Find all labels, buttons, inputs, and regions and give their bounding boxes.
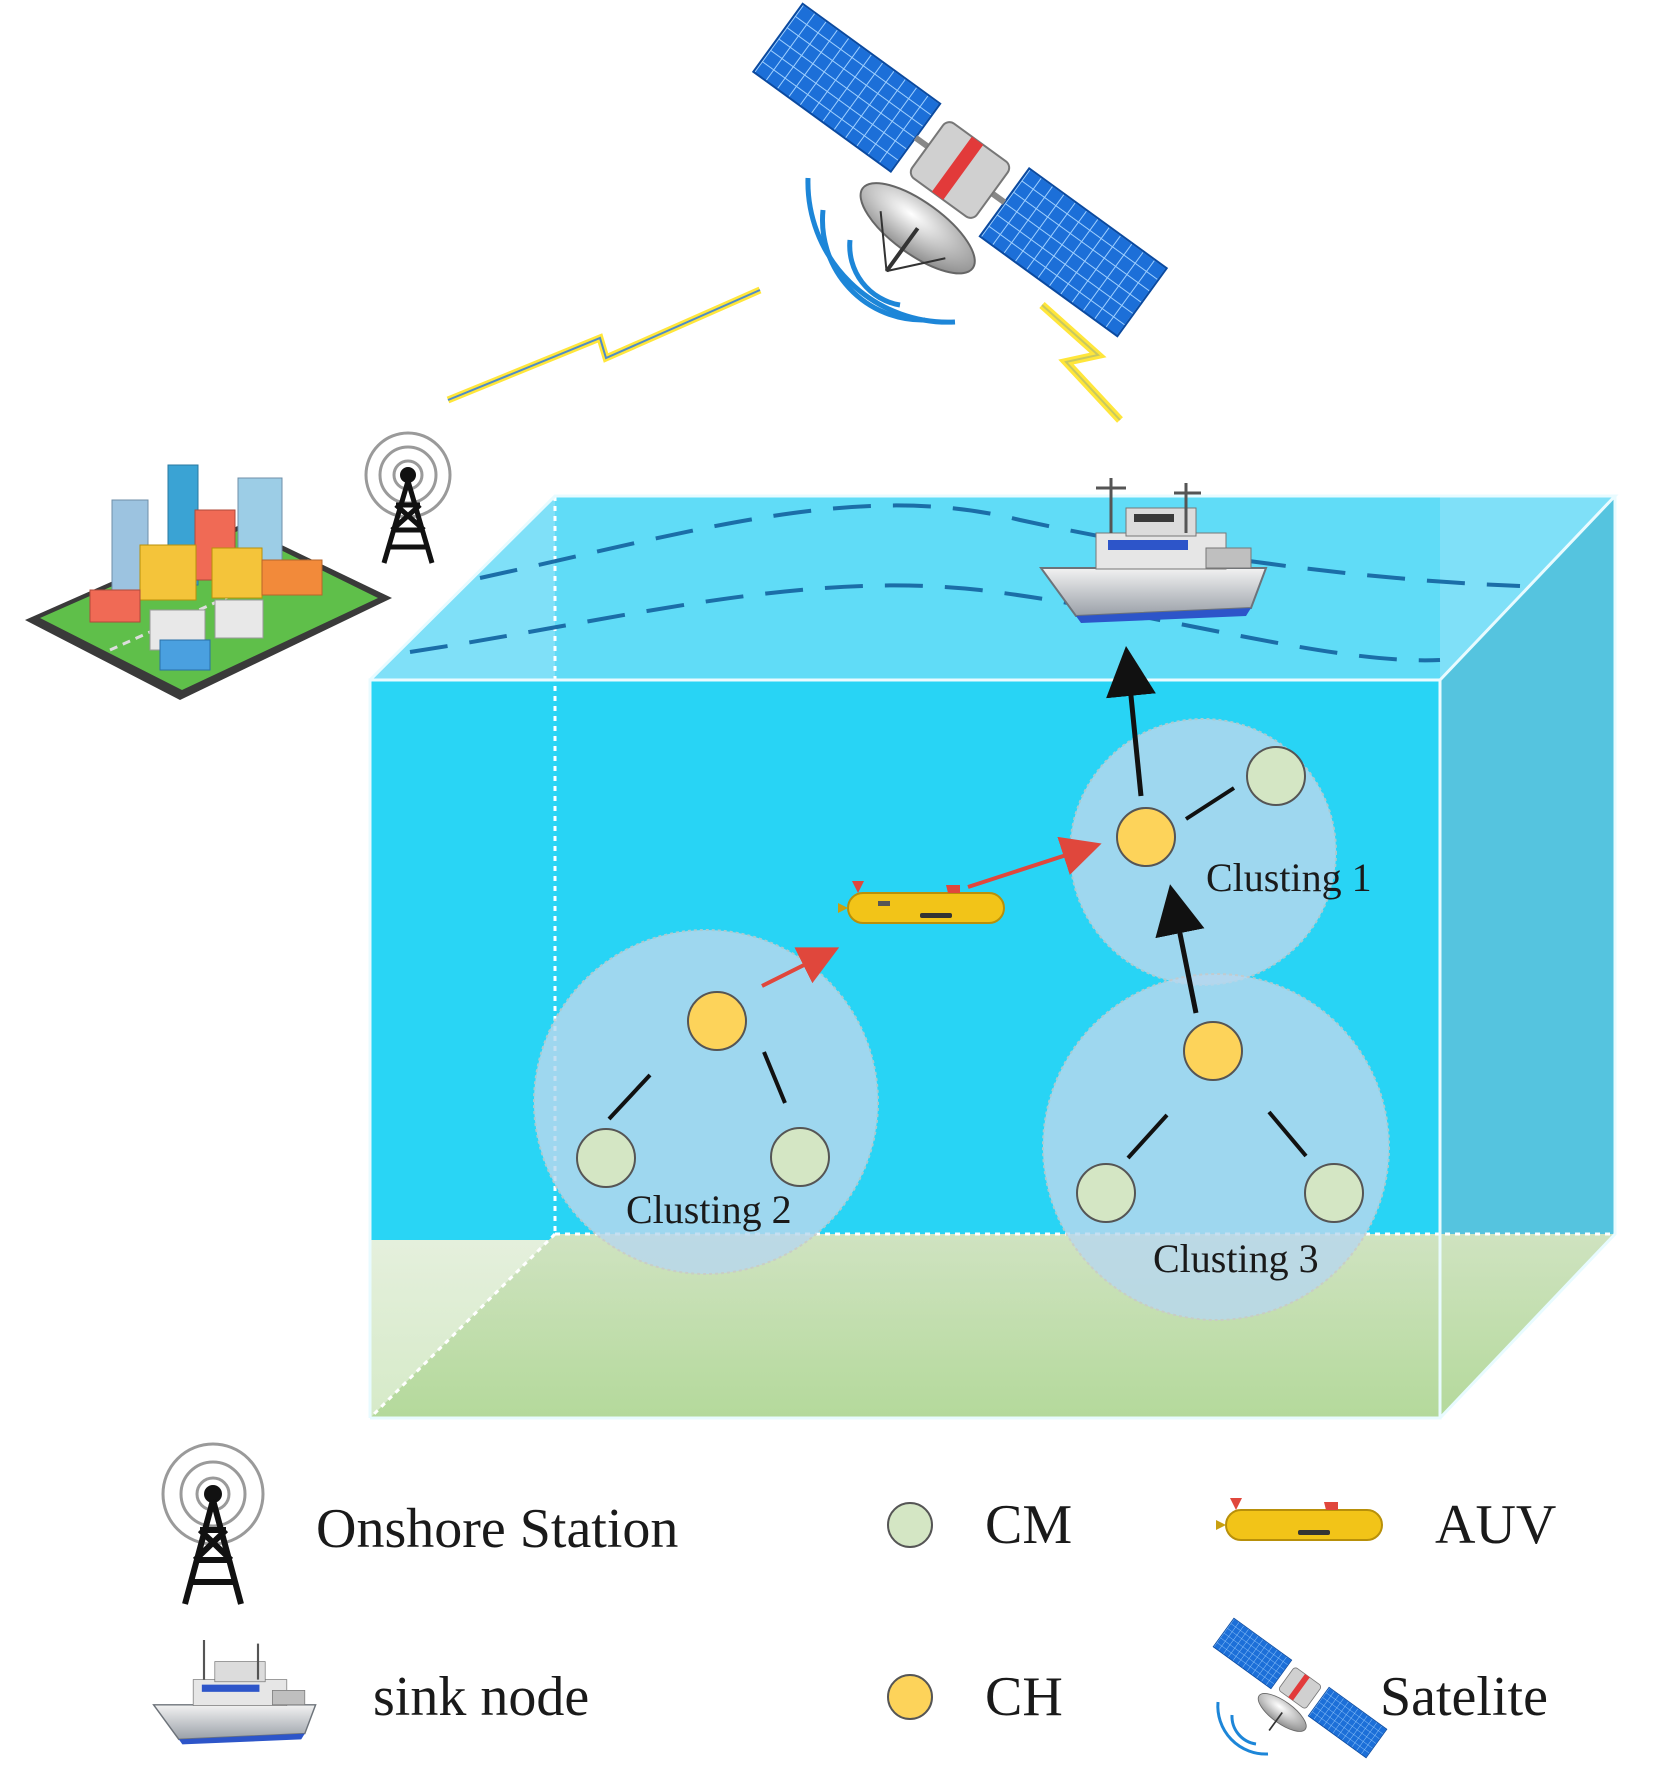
link-satellite-ship bbox=[1039, 302, 1123, 423]
auv-icon bbox=[838, 881, 1005, 924]
legend-cm-swatch bbox=[887, 1502, 933, 1548]
onshore-tower-icon bbox=[364, 431, 452, 564]
cluster-1: Clusting 1 bbox=[1069, 718, 1372, 986]
cm-node bbox=[770, 1127, 830, 1187]
cluster-2-label: Clusting 2 bbox=[626, 1187, 792, 1232]
legend-auv-label: AUV bbox=[1435, 1494, 1556, 1556]
link-satellite-city bbox=[446, 286, 762, 404]
surface-wave-2 bbox=[409, 583, 1441, 663]
cm-node bbox=[576, 1128, 636, 1188]
cluster-3-link-left bbox=[1126, 1113, 1169, 1160]
legend-satellite-waves bbox=[1216, 1701, 1269, 1756]
legend-satellite-icon bbox=[1212, 1617, 1388, 1759]
legend-satellite-label: Satelite bbox=[1380, 1666, 1548, 1728]
cluster-2-link-right bbox=[762, 1051, 787, 1104]
cluster-3-label: Clusting 3 bbox=[1153, 1236, 1319, 1281]
arrow-ch2-to-auv bbox=[761, 947, 840, 988]
ch-node bbox=[1183, 1021, 1243, 1081]
cluster-3-region bbox=[1042, 973, 1390, 1321]
box-edges-top bbox=[368, 494, 1619, 682]
arrow-auv-to-ch1 bbox=[967, 836, 1102, 889]
surface-wave-1 bbox=[479, 503, 1521, 588]
cluster-3-link-right bbox=[1267, 1110, 1308, 1158]
cluster-1-link bbox=[1184, 786, 1236, 821]
legend-onshore-icon bbox=[161, 1442, 265, 1605]
sink-ship-icon bbox=[1039, 478, 1268, 623]
legend: Onshore Station CM AUV sink node CH bbox=[152, 1442, 1556, 1759]
cluster-2-region bbox=[533, 929, 879, 1275]
satellite-icon bbox=[751, 2, 1169, 338]
water-surface bbox=[370, 496, 1615, 680]
legend-onshore-label: Onshore Station bbox=[316, 1498, 678, 1560]
city-icon bbox=[25, 464, 392, 700]
water-volume bbox=[368, 494, 1619, 1420]
cm-node bbox=[1246, 746, 1306, 806]
hidden-edge-diagonal bbox=[368, 1232, 557, 1420]
cluster-2-link-left bbox=[607, 1073, 652, 1121]
cluster-3: Clusting 3 bbox=[1042, 973, 1390, 1321]
water-side-wall bbox=[1440, 496, 1615, 1418]
legend-ch-swatch bbox=[887, 1674, 933, 1720]
satellite-signal-waves bbox=[805, 177, 956, 325]
cluster-2: Clusting 2 bbox=[533, 929, 879, 1275]
cluster-1-label: Clusting 1 bbox=[1206, 855, 1372, 900]
box-edges-right bbox=[1438, 496, 1617, 1420]
legend-auv-icon bbox=[1216, 1498, 1383, 1541]
arrow-ch3-to-ch1 bbox=[1155, 884, 1205, 1014]
legend-cm-label: CM bbox=[985, 1494, 1072, 1556]
cm-node bbox=[1304, 1163, 1364, 1223]
arrow-ch1-to-sink bbox=[1106, 646, 1156, 797]
cm-node bbox=[1076, 1163, 1136, 1223]
legend-ch-label: CH bbox=[985, 1666, 1063, 1728]
legend-sink-label: sink node bbox=[373, 1666, 589, 1728]
ch-node bbox=[687, 991, 747, 1051]
ch-node bbox=[1116, 807, 1176, 867]
legend-sink-icon bbox=[152, 1640, 317, 1745]
